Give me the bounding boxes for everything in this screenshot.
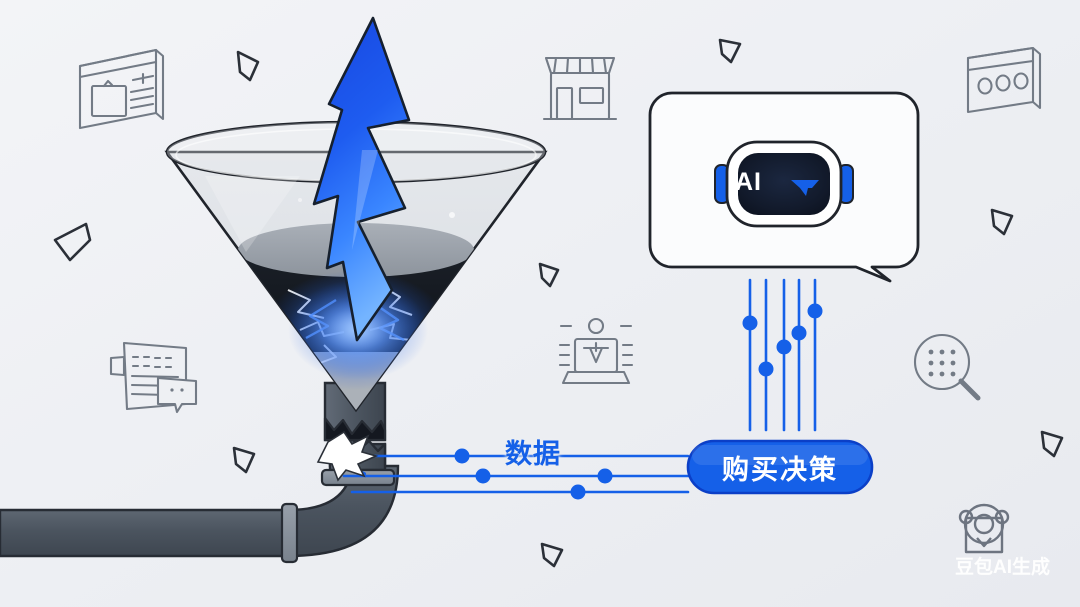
watermark-logo [958, 503, 1010, 554]
document-chat-icon [109, 341, 198, 414]
data-flow-label: 数据 [505, 439, 561, 469]
watermark-text: 豆包AI生成 [955, 557, 1051, 578]
laptop-analytics-icon [558, 317, 634, 385]
ai-robot-head [714, 140, 854, 228]
pipe-break-spray [316, 430, 379, 482]
stream-dot [791, 325, 807, 341]
stream-dot [776, 339, 792, 355]
data-dot [570, 484, 586, 500]
ai-badge-label: AI [735, 168, 762, 196]
lightning-bolt [288, 16, 428, 380]
decor-icons [78, 46, 1042, 414]
data-dot [597, 468, 613, 484]
browser-dots-icon [966, 46, 1042, 114]
ai-speech-bubble [648, 91, 920, 283]
decision-button[interactable] [686, 439, 874, 495]
stream-dot [807, 303, 823, 319]
clipboard-window-icon [78, 48, 165, 130]
stream-dot [758, 361, 774, 377]
decor-shards [53, 38, 1064, 568]
ai-mouth-icon [791, 180, 819, 196]
neural-stream [742, 278, 823, 432]
data-dot [475, 468, 491, 484]
decision-button-label[interactable]: 购买决策 [722, 454, 838, 485]
magnifier-dots-icon [913, 333, 981, 401]
data-dot [454, 448, 470, 464]
storefront-icon [542, 56, 618, 121]
stream-dot [742, 315, 758, 331]
